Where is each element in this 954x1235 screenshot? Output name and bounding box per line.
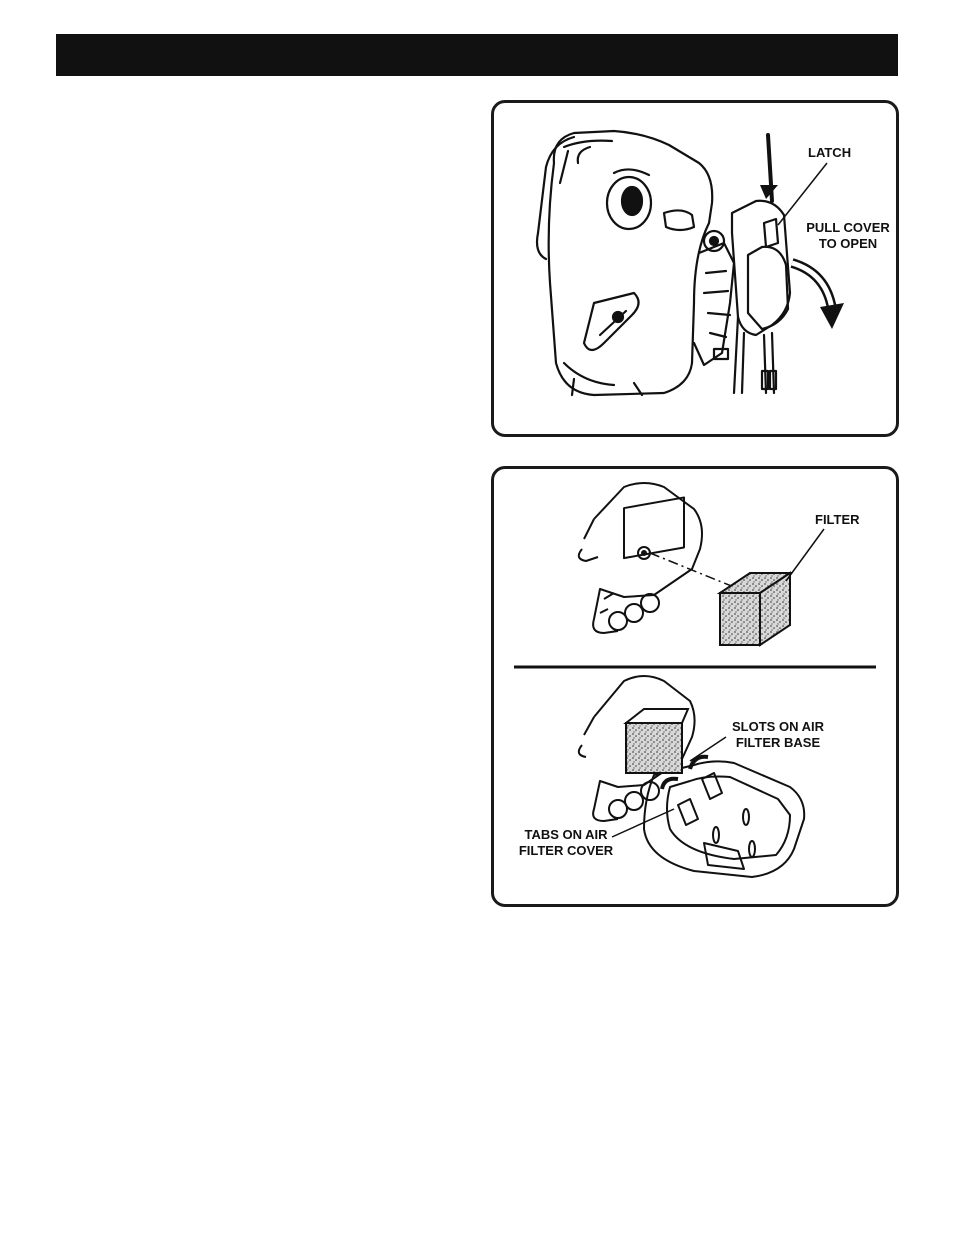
pull-cover-label-line2: TO OPEN xyxy=(818,236,878,251)
tabs-label-line2: FILTER COVER xyxy=(518,843,614,858)
latch-label: LATCH xyxy=(808,145,852,160)
figure-filter-install: FILTER SLOTS ON AIR FILTER BASE TABS ON … xyxy=(491,466,899,907)
header-bar xyxy=(56,34,898,76)
figure-open-cover: LATCH PULL COVER TO OPEN xyxy=(491,100,899,437)
slots-label-line2: FILTER BASE xyxy=(735,735,821,750)
engine-cover-illustration xyxy=(535,129,844,397)
tabs-label-line1: TABS ON AIR xyxy=(524,827,608,842)
pull-cover-label: PULL COVER TO OPEN xyxy=(806,220,890,252)
tabs-label: TABS ON AIR FILTER COVER xyxy=(516,827,616,859)
slots-label: SLOTS ON AIR FILTER BASE xyxy=(730,719,826,751)
air-filter-illustration xyxy=(514,482,876,878)
filter-label: FILTER xyxy=(815,512,860,527)
pull-cover-label-line1: PULL COVER xyxy=(806,220,890,235)
slots-label-line1: SLOTS ON AIR xyxy=(732,719,824,734)
